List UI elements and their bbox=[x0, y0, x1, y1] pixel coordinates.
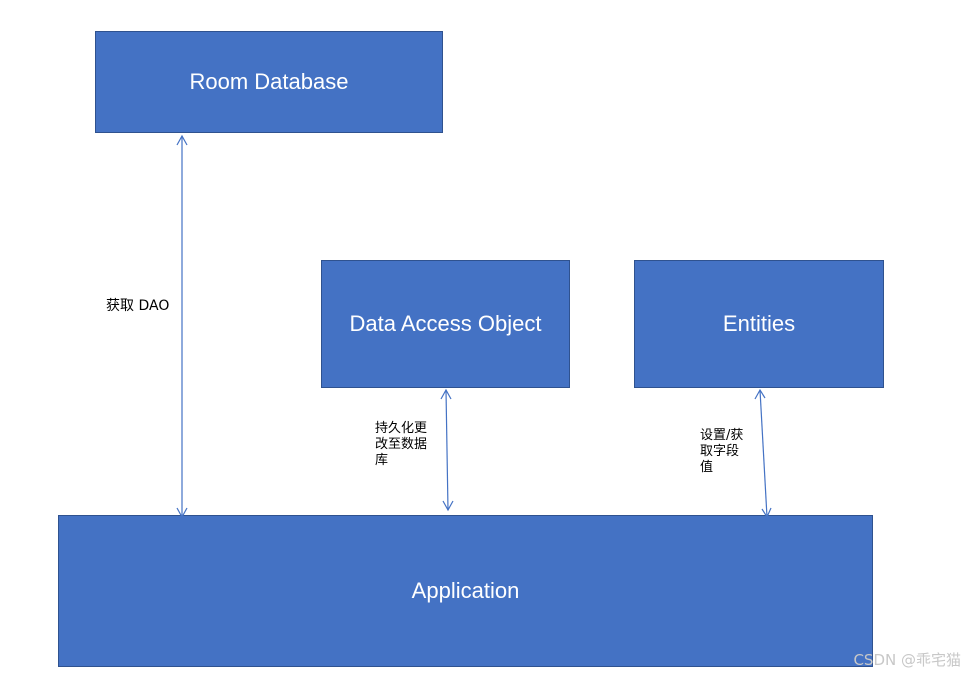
entities-node: Entities bbox=[634, 260, 884, 388]
arrow-entities-application bbox=[759, 389, 768, 518]
data-access-object-label: Data Access Object bbox=[349, 311, 542, 336]
entities-label: Entities bbox=[722, 311, 796, 336]
room-database-node: Room Database bbox=[95, 31, 443, 133]
data-access-object-node: Data Access Object bbox=[321, 260, 570, 388]
watermark: CSDN @乖宅猫 bbox=[853, 651, 961, 669]
arrowhead-application-mid bbox=[442, 500, 454, 512]
arrow-dao-application bbox=[445, 389, 449, 511]
arrowhead-entities bbox=[754, 388, 766, 400]
edge-label-set-get-fields: 设置/获取字段值 bbox=[700, 428, 744, 475]
application-label: Application bbox=[411, 578, 520, 603]
edge-label-persist-changes: 持久化更改至数据库 bbox=[375, 421, 428, 468]
edge-label-get-dao: 获取 DAO bbox=[106, 298, 170, 314]
room-database-label: Room Database bbox=[189, 69, 349, 94]
arrowhead-room bbox=[176, 134, 188, 146]
arrowhead-dao bbox=[440, 388, 452, 400]
application-node: Application bbox=[58, 515, 873, 667]
